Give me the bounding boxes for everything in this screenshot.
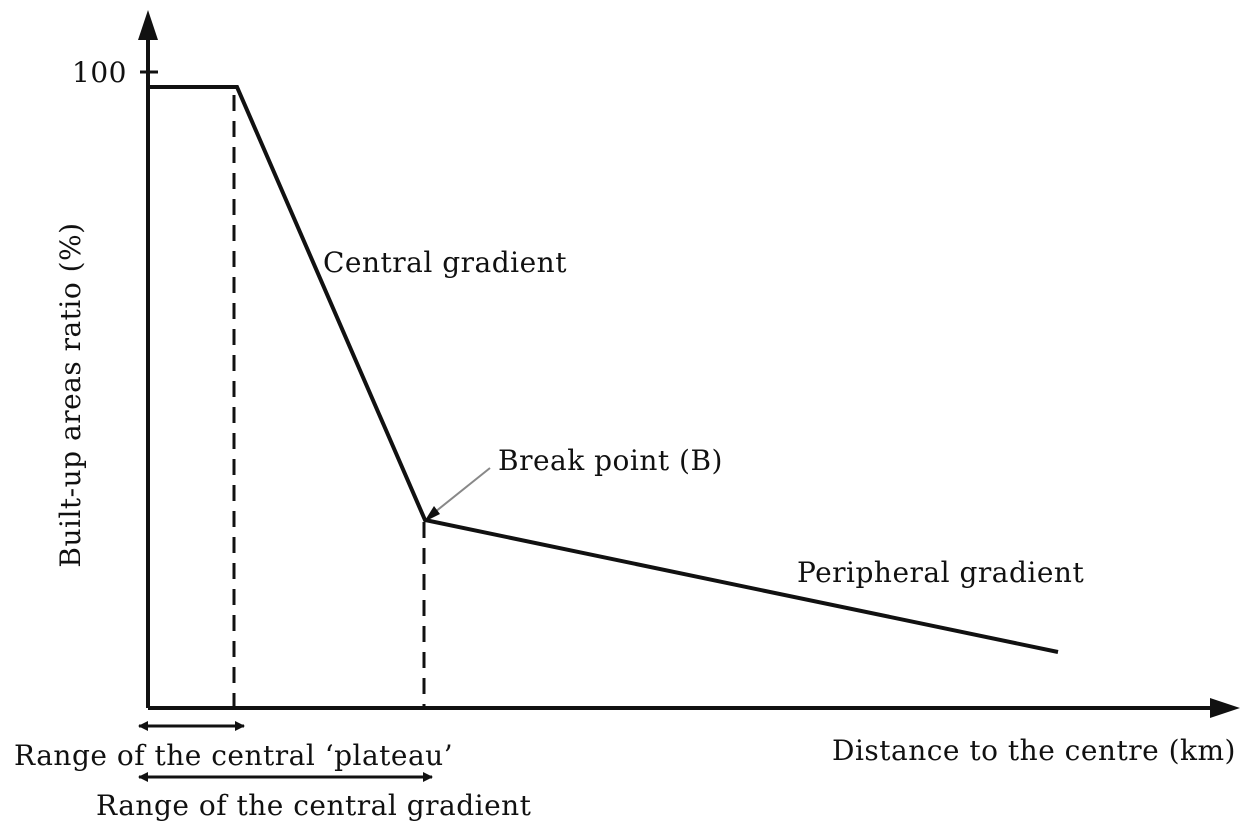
- central-gradient-label: Central gradient: [323, 246, 567, 279]
- y-tick-label: 100: [72, 56, 127, 89]
- break-point-pointer: [429, 467, 491, 517]
- profile-curve: [148, 85, 1059, 654]
- x-axis-arrow-icon: [1210, 698, 1240, 718]
- y-axis-label: Built-up areas ratio (%): [54, 222, 87, 567]
- x-axis-label: Distance to the centre (km): [832, 734, 1236, 767]
- y-axis-arrow-icon: [138, 10, 158, 40]
- plateau-range-label: Range of the central ‘plateau’: [14, 739, 453, 772]
- break-point-label: Break point (B): [498, 444, 723, 477]
- gradient-range-label: Range of the central gradient: [96, 789, 532, 822]
- peripheral-gradient-label: Peripheral gradient: [797, 556, 1084, 589]
- break-point-arrow-icon: [424, 506, 440, 522]
